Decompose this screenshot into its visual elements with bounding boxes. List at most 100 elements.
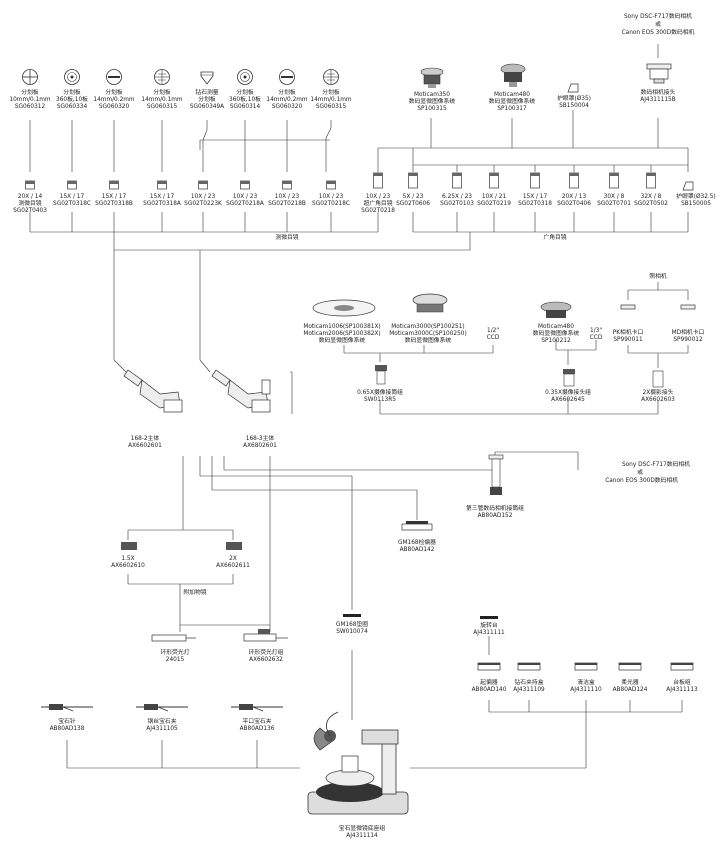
stand-label: 宝石显微镜底座组 AJ4311114 bbox=[338, 826, 386, 839]
right-camera-line2: 或 bbox=[637, 470, 643, 476]
group-wide-label: 广角目镜 bbox=[543, 235, 567, 241]
eyepiece-label: 15X / 17 SG02T0318A bbox=[143, 194, 181, 207]
eyepiece-icon bbox=[67, 180, 77, 190]
right-camera-line3: Canon EOS 300D数码相机 bbox=[605, 478, 678, 484]
accessory-icon bbox=[574, 662, 598, 671]
tweezer-icon bbox=[41, 704, 93, 712]
adapter-035-label: 0.35X摄像接头组 AX6602645 bbox=[545, 390, 591, 403]
moticam3000-label: Moticam3000(SP100251) Moticam3000C(SP100… bbox=[389, 324, 467, 344]
reticle-label: 分划板 14mm/0.1mm SG060315 bbox=[141, 90, 183, 110]
accessory-label: 钻石夹持盒 AJ4311109 bbox=[513, 680, 545, 693]
aux-lens-icon bbox=[121, 542, 137, 550]
ring-light-label: 环形荧光灯 24015 bbox=[160, 650, 190, 663]
tweezer-label: 平口宝石夹 AB80AD136 bbox=[239, 719, 275, 732]
eyepiece-label: 15X / 17 SG02T0318B bbox=[95, 194, 133, 207]
diamond-reticle-icon bbox=[200, 71, 214, 85]
accessory-icon bbox=[618, 662, 642, 671]
eyepiece-label: 10X / 21 SG02T0219 bbox=[477, 194, 511, 207]
reticle-label: 分划板 360板,10板 SG060314 bbox=[229, 90, 261, 110]
eyepiece-label: 32X / 8 SG02T0502 bbox=[634, 194, 668, 207]
rotary-table-icon bbox=[480, 616, 498, 619]
third-tube-adapter-icon bbox=[488, 454, 504, 495]
aux-15-label: 1.5X AX6602610 bbox=[111, 556, 145, 569]
microscope-body-icon bbox=[211, 369, 271, 413]
eyepiece-icon bbox=[646, 172, 656, 189]
body-2-label: 168-2主体 AX6602601 bbox=[128, 436, 162, 449]
ring-light-icon bbox=[151, 634, 196, 642]
eyepiece-label: 15X / 17 SG02T0318 bbox=[518, 194, 552, 207]
tweezer-icon bbox=[231, 704, 283, 712]
eyepiece-icon bbox=[530, 172, 540, 189]
tweezer-label: 钢丝宝石夹 AJ4311105 bbox=[146, 719, 178, 732]
eyepiece-icon bbox=[452, 172, 462, 189]
eyepiece-icon bbox=[109, 180, 119, 190]
eyepiece-label: 15X / 17 SG02T0318C bbox=[53, 194, 91, 207]
camera-group-label: 照相机 bbox=[649, 274, 667, 280]
adapter-tube-icon bbox=[563, 369, 575, 387]
ccd-third-label: 1/3" CCD bbox=[589, 328, 603, 341]
group-measure-label: 测微目镜 bbox=[275, 235, 299, 241]
md-mount-icon bbox=[680, 304, 696, 310]
eyepiece-icon bbox=[25, 180, 35, 190]
eyepiece-icon bbox=[326, 180, 336, 190]
scale-reticle-icon bbox=[279, 69, 295, 85]
ccd-half-label: 1/2" CCD bbox=[486, 328, 500, 341]
moticam-camera-icon bbox=[420, 67, 444, 88]
eye-guard-icon bbox=[567, 83, 579, 93]
scale-reticle-icon bbox=[106, 69, 122, 85]
accessory-label: 台板组 AJ4311113 bbox=[666, 680, 698, 693]
accessory-label: 清洁盒 AJ4311110 bbox=[570, 680, 602, 693]
rotary-table-label: 旋转台 AJ4311111 bbox=[473, 623, 505, 636]
adapter-2x-label: 2X摄影接头 AX6602603 bbox=[641, 390, 675, 403]
ring-light-assy-label: 环形荧光灯组 AX6602632 bbox=[248, 650, 284, 663]
eyepiece-label: 30X / 8 SG02T0701 bbox=[597, 194, 631, 207]
reticle-label: 钻石测量 分划板 SG060349A bbox=[189, 90, 225, 110]
adapter-tube-icon bbox=[375, 365, 387, 385]
microscope-body-icon bbox=[123, 369, 183, 413]
aux-lens-icon bbox=[226, 542, 242, 550]
body-3-label: 168-3主体 AX6802601 bbox=[243, 436, 277, 449]
eyepiece-label: 10X / 23 SG02T0223K bbox=[184, 194, 222, 207]
eyepiece-label: 10X / 23 SG02T0218C bbox=[312, 194, 350, 207]
moticam-camera-icon bbox=[500, 63, 526, 87]
protractor-reticle-icon bbox=[237, 69, 253, 85]
top-camera-line2: 或 bbox=[655, 22, 661, 28]
eyepiece-icon bbox=[408, 172, 418, 189]
eyepiece-icon bbox=[282, 180, 292, 190]
eyepiece-label: 10X / 23 SG02T0218B bbox=[268, 194, 306, 207]
accessory-icon bbox=[477, 662, 501, 671]
moticam-camera-icon bbox=[312, 299, 376, 317]
accessory-icon bbox=[670, 662, 694, 671]
eyepiece-label: 20X / 13 SG02T0406 bbox=[557, 194, 591, 207]
eyepiece-label: 6.25X / 23 SG02T0103 bbox=[440, 194, 474, 207]
right-camera-line1: Sony DSC-F717数码相机 bbox=[621, 462, 690, 468]
md-adapter-label: MD相机卡口 SP990012 bbox=[671, 330, 705, 343]
adapter-tube-icon bbox=[652, 370, 664, 388]
tweezer-icon bbox=[136, 704, 188, 712]
accessory-label: 柔光器 AB80AD124 bbox=[612, 680, 648, 693]
eyepiece-label: 10X / 23 超广角目镜 SG02T0218 bbox=[361, 194, 395, 214]
crosshair-reticle-icon bbox=[22, 69, 38, 85]
reticle-label: 分划板 360板,10板 SG060334 bbox=[56, 90, 88, 110]
top-camera-line1: Sony DSC-F717数码相机 bbox=[623, 14, 693, 20]
third-adapter-label: 第三管数码相机接筒组 AB80AD152 bbox=[466, 506, 524, 519]
eye-guard-icon bbox=[682, 181, 694, 191]
moticam-camera-icon bbox=[412, 293, 448, 313]
eyepiece-icon bbox=[157, 180, 167, 190]
aux-2-label: 2X AX6602611 bbox=[216, 556, 250, 569]
moticam480-label: Moticam480 数码显微图像系统 SP100317 bbox=[488, 92, 536, 112]
eyepiece-icon bbox=[373, 172, 383, 189]
grid-reticle-icon bbox=[323, 69, 339, 85]
gm-base-icon bbox=[343, 614, 361, 617]
eyepiece-label: 20X / 14 测微目镜 SG02T0403 bbox=[13, 194, 47, 214]
adapter-065-label: 0.65X摄像接筒组 SW0113R5 bbox=[357, 390, 403, 403]
moticam480-mid-label: Moticam480 数码显微图像系统 SP100212 bbox=[532, 324, 580, 344]
aux-group-label: 附加物镜 bbox=[183, 590, 207, 596]
moticam-camera-icon bbox=[540, 301, 572, 318]
gem-microscope-stand-icon bbox=[307, 711, 409, 815]
protractor-reticle-icon bbox=[64, 69, 80, 85]
eyepiece-icon bbox=[198, 180, 208, 190]
guard-ring-label: 护眼罩(Ø32.5) SB150005 bbox=[676, 194, 716, 207]
eyepiece-icon bbox=[609, 172, 619, 189]
eyepiece-icon bbox=[569, 172, 579, 189]
